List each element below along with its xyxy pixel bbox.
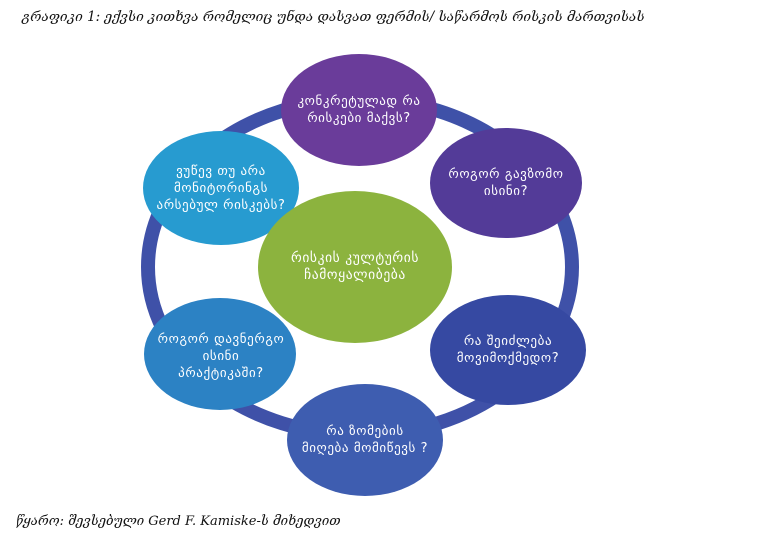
node-measure-risks bbox=[430, 128, 582, 238]
node-measures-to-take bbox=[287, 384, 443, 496]
node-implement-in-practice bbox=[144, 298, 296, 410]
node-monitor-risks bbox=[143, 131, 299, 245]
node-possible-actions bbox=[430, 295, 586, 405]
figure-source: წყარო: შევსებული Gerd F. Kamiske-ს მიხედ… bbox=[16, 514, 341, 529]
question-nodes bbox=[143, 54, 586, 496]
center-ellipse bbox=[258, 191, 452, 343]
node-specific-risks bbox=[281, 54, 437, 166]
figure-title: გრაფიკი 1: ექვსი კითხვა რომელიც უნდა დას… bbox=[22, 9, 645, 25]
